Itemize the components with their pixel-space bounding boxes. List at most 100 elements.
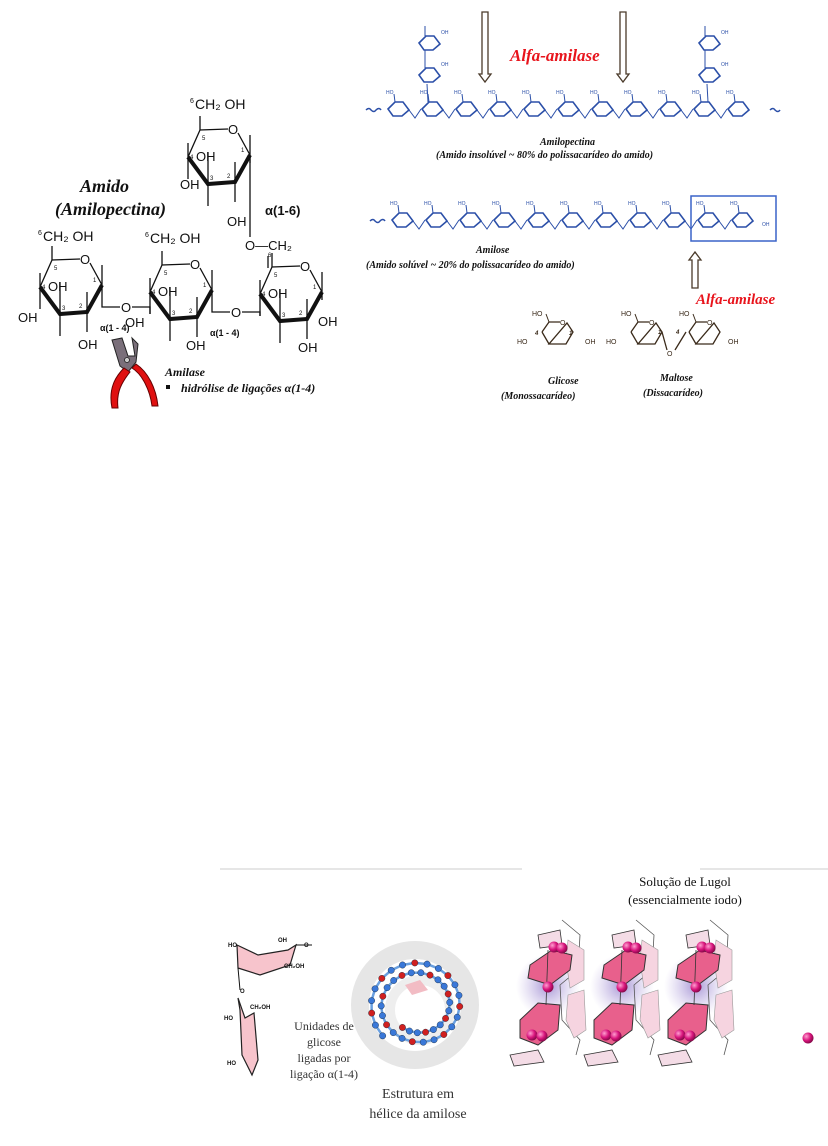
helix-caption-line: Estrutura em: [382, 1087, 454, 1102]
bond: [680, 108, 694, 119]
label: O: [304, 943, 309, 949]
glycosidic-oxygen: O: [121, 300, 131, 315]
label: 4: [534, 331, 539, 337]
bond: [408, 108, 422, 119]
hydroxyl: OH: [298, 340, 318, 355]
label: 2: [79, 304, 83, 310]
amilose-title: Amilose: [475, 245, 510, 256]
bond: [634, 313, 639, 323]
bond: [646, 108, 660, 119]
bond: [492, 212, 517, 228]
bond: [628, 212, 653, 228]
ho-label: HO: [590, 90, 598, 96]
ho-label: HO: [458, 201, 466, 207]
bond: [703, 204, 706, 214]
oh-label: OH: [721, 62, 729, 68]
bond: [465, 204, 468, 214]
bond: [733, 93, 736, 103]
oh-label: OH: [728, 339, 739, 346]
carbon-6-number: 6: [38, 230, 42, 237]
ho-label: HO: [517, 339, 528, 346]
bond: [688, 331, 697, 345]
bond: [590, 101, 615, 117]
label: 4: [675, 330, 680, 336]
bond: [697, 35, 722, 51]
bond: [545, 949, 549, 1006]
bond: [544, 108, 558, 119]
bond: [89, 262, 103, 286]
label: 5: [164, 271, 168, 277]
ho-label: HO: [628, 201, 636, 207]
bond: [148, 289, 214, 322]
down-arrow-icon: [477, 11, 493, 84]
bond: [386, 101, 411, 117]
up-arrow-icon: [687, 250, 703, 289]
label: 5: [202, 136, 206, 142]
iodine-atom: [704, 942, 716, 954]
bullet: [166, 385, 170, 389]
amilase-label: Amilase: [164, 365, 206, 379]
maltose-description: (Dissacarídeo): [643, 388, 703, 399]
amylose-helix-drawing: [351, 941, 479, 1069]
ring-oxygen: O: [707, 320, 713, 327]
bond: [101, 293, 120, 308]
label: 4: [262, 292, 266, 298]
ho-label: HO: [624, 90, 632, 96]
bond: [556, 101, 581, 117]
bond: [211, 298, 230, 313]
bond: [488, 101, 513, 117]
bond: [499, 204, 502, 214]
bond: [390, 212, 415, 228]
bond: [424, 212, 449, 228]
bond: [495, 93, 498, 103]
ho-label: HO: [606, 339, 617, 346]
ho-label: HO: [560, 201, 568, 207]
label: 1: [93, 278, 97, 284]
units-caption-line: ligação α(1-4): [290, 1067, 358, 1081]
alfa-amilase-label-bottom: Alfa-amilase: [695, 292, 776, 308]
oh-label: OH: [721, 30, 729, 36]
ho-label: HO: [621, 311, 632, 318]
glicose-description: (Monossacarídeo): [501, 391, 575, 402]
alpha-1-4-label: α(1 - 4): [100, 323, 130, 333]
ch2oh-group: CH₂ OH: [43, 228, 94, 244]
bond: [650, 219, 664, 230]
hydroxyl: OH: [158, 284, 178, 299]
iodine-atom: [674, 1029, 686, 1041]
hydroxyl: OH: [18, 310, 38, 325]
label: CH₂OH: [250, 1005, 270, 1011]
lugol-subtitle: (essencialmente iodo): [628, 892, 742, 907]
iodine-atom: [542, 981, 554, 993]
bond: [397, 204, 400, 214]
bond: [458, 212, 483, 228]
hydroxyl: OH: [78, 337, 98, 352]
units-caption-line: glicose: [307, 1035, 341, 1049]
bond: [420, 101, 445, 117]
label: 1: [569, 331, 573, 337]
amido-subtitle: (Amilopectina): [55, 199, 166, 220]
ho-label: HO: [726, 90, 734, 96]
iodine-atom: [548, 941, 560, 953]
bond: [454, 101, 479, 117]
bond: [412, 219, 426, 230]
bond: [132, 306, 151, 314]
units-caption-line: Unidades de: [294, 1019, 354, 1033]
ho-label: HO: [454, 90, 462, 96]
bond: [545, 313, 550, 323]
pliers-icon: [110, 336, 159, 409]
bond: [692, 313, 697, 323]
carbon-6-number: 6: [190, 98, 194, 105]
carbon-6-number: 6: [268, 253, 272, 259]
bond: [726, 101, 751, 117]
amilose-description: (Amido solúvel ~ 20% do polissacarídeo d…: [366, 260, 575, 271]
bond: [514, 219, 528, 230]
label: HO: [228, 943, 237, 949]
bond: [242, 311, 261, 316]
bond: [730, 212, 755, 228]
iodine-atom: [690, 981, 702, 993]
